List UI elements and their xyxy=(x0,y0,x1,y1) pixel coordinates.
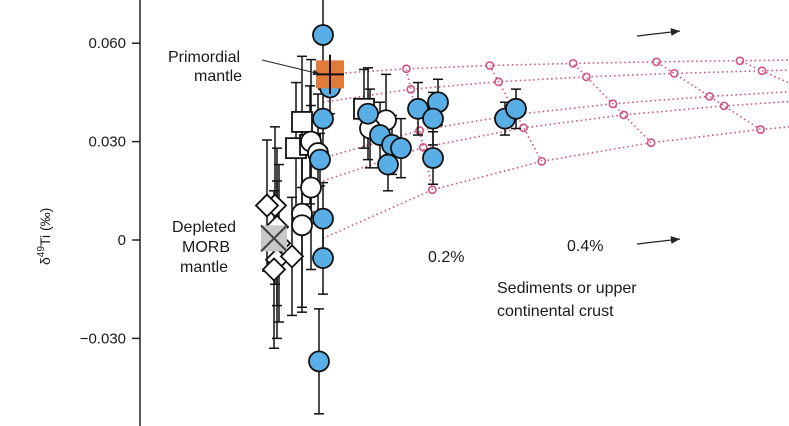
pct-0-4-label: 0.4% xyxy=(567,238,603,255)
blue-circle-marker xyxy=(505,97,527,120)
white-square-marker xyxy=(291,111,313,133)
mixing-point xyxy=(719,101,729,111)
mixing-point xyxy=(519,123,528,133)
white-diamond-marker xyxy=(254,193,280,218)
blue-circle-marker xyxy=(407,97,429,120)
blue-circle-marker xyxy=(309,148,331,171)
mixing-point xyxy=(401,64,411,74)
y-axis-label: δ49Ti (‰) xyxy=(36,208,53,265)
blue-circle-marker xyxy=(312,107,334,130)
mixing-point xyxy=(646,138,656,148)
blue-circle-marker xyxy=(422,147,444,169)
blue-circle-marker xyxy=(377,153,399,176)
pct-0-2-label: 0.2% xyxy=(428,249,464,266)
primordial-label-line2: mantle xyxy=(194,68,242,85)
blue-circle-marker xyxy=(312,247,334,269)
mixing-point xyxy=(619,110,629,120)
white-circle-marker xyxy=(291,214,313,237)
mixing-tie-line xyxy=(739,59,789,84)
blue-circle-marker xyxy=(308,350,330,373)
y-tick-label: −0.030 xyxy=(80,330,126,347)
mixing-point xyxy=(485,61,495,70)
sediments-label-line1: Sediments or upper xyxy=(497,280,637,297)
white-circle-marker xyxy=(300,176,322,199)
sediments-label-line2: continental crust xyxy=(497,303,614,320)
y-tick-label: 0.060 xyxy=(88,35,126,52)
mixing-point xyxy=(418,143,428,152)
y-axis-label-superscript: 49 xyxy=(36,246,47,258)
mixing-tie-line xyxy=(572,62,652,144)
blue-circle-marker xyxy=(422,107,444,130)
mixing-line xyxy=(322,100,789,182)
mixing-point xyxy=(735,56,745,66)
depleted-label-line3: mantle xyxy=(180,259,228,276)
y-tick-label: 0 xyxy=(118,232,126,249)
mixing-point xyxy=(652,57,661,67)
white-diamond-marker xyxy=(261,257,287,282)
mixing-point xyxy=(757,66,767,76)
y-tick-label: 0.030 xyxy=(88,134,126,151)
mixing-point xyxy=(568,58,578,68)
primordial-pointer xyxy=(261,59,321,76)
depleted-label-line1: Depleted xyxy=(172,219,236,236)
blue-circle-marker xyxy=(357,102,379,125)
mixing-line xyxy=(322,69,789,103)
depleted-cross-b xyxy=(260,224,288,253)
mixing-line xyxy=(322,126,789,240)
mixing-line xyxy=(322,90,789,159)
primordial-label-line1: Primordial xyxy=(168,49,240,66)
mixing-line xyxy=(322,59,789,76)
mixing-point xyxy=(756,125,765,134)
blue-circle-marker xyxy=(312,207,334,230)
blue-circle-marker xyxy=(390,137,412,160)
bottom-direction-arrow xyxy=(636,236,681,245)
depleted-label-line2: MORB xyxy=(182,239,230,256)
top-direction-arrow xyxy=(636,28,681,37)
mixing-point xyxy=(537,156,547,166)
blue-circle-marker xyxy=(312,24,334,46)
